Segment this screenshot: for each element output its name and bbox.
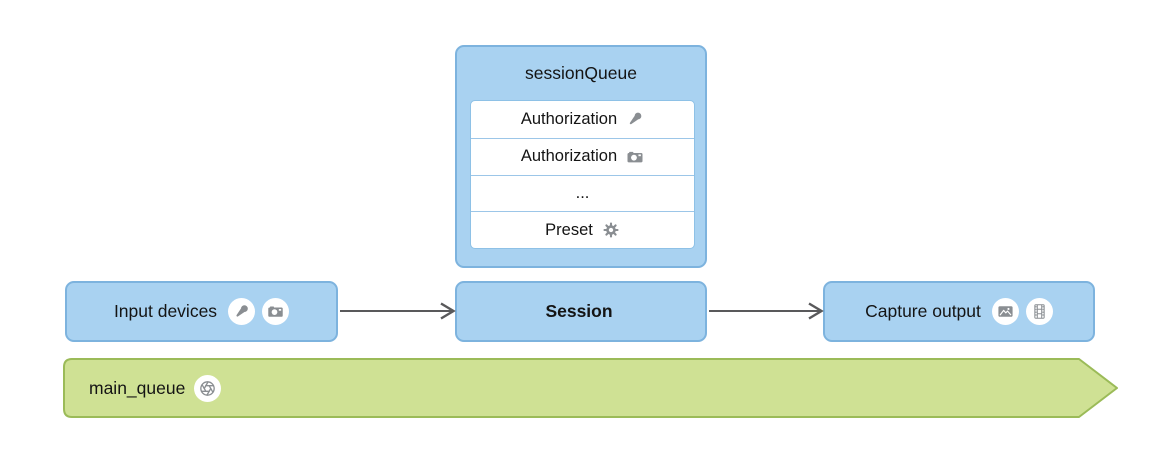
task-row-authorization-video: Authorization [471,137,694,175]
camera-icon [626,148,644,166]
task-row-authorization-audio: Authorization [471,101,694,138]
gear-icon [602,221,620,239]
microphone-icon [228,298,256,325]
photo-icon [991,298,1019,325]
capture-output-node: Capture output [823,281,1095,342]
task-label: Authorization [520,147,618,166]
session-queue-box: sessionQueue Authorization Authorization [455,45,707,268]
capture-output-label: Capture output [865,301,981,321]
main-queue-banner: main_queue [63,358,1119,418]
arrowhead-icon [808,302,824,320]
session-node: Session [455,281,707,342]
film-icon [1025,298,1053,325]
arrowhead-icon [440,302,456,320]
task-row-ellipsis: ... [471,174,694,212]
session-label: Session [545,301,613,321]
main-queue-content: main_queue [63,358,1119,418]
microphone-icon [626,110,644,128]
task-label: Authorization [520,109,618,128]
input-devices-node: Input devices [65,281,338,342]
task-label: ... [575,183,590,202]
task-label: Preset [545,220,593,239]
task-row-preset: Preset [471,211,694,248]
session-queue-task-list: Authorization Authorization [470,100,695,249]
main-queue-arrow-shape [63,358,1118,418]
camera-icon [262,298,290,325]
shutter-icon [194,374,222,402]
session-queue-title: sessionQueue [525,63,637,83]
main-queue-label: main_queue [89,377,186,398]
input-devices-label: Input devices [113,301,218,321]
